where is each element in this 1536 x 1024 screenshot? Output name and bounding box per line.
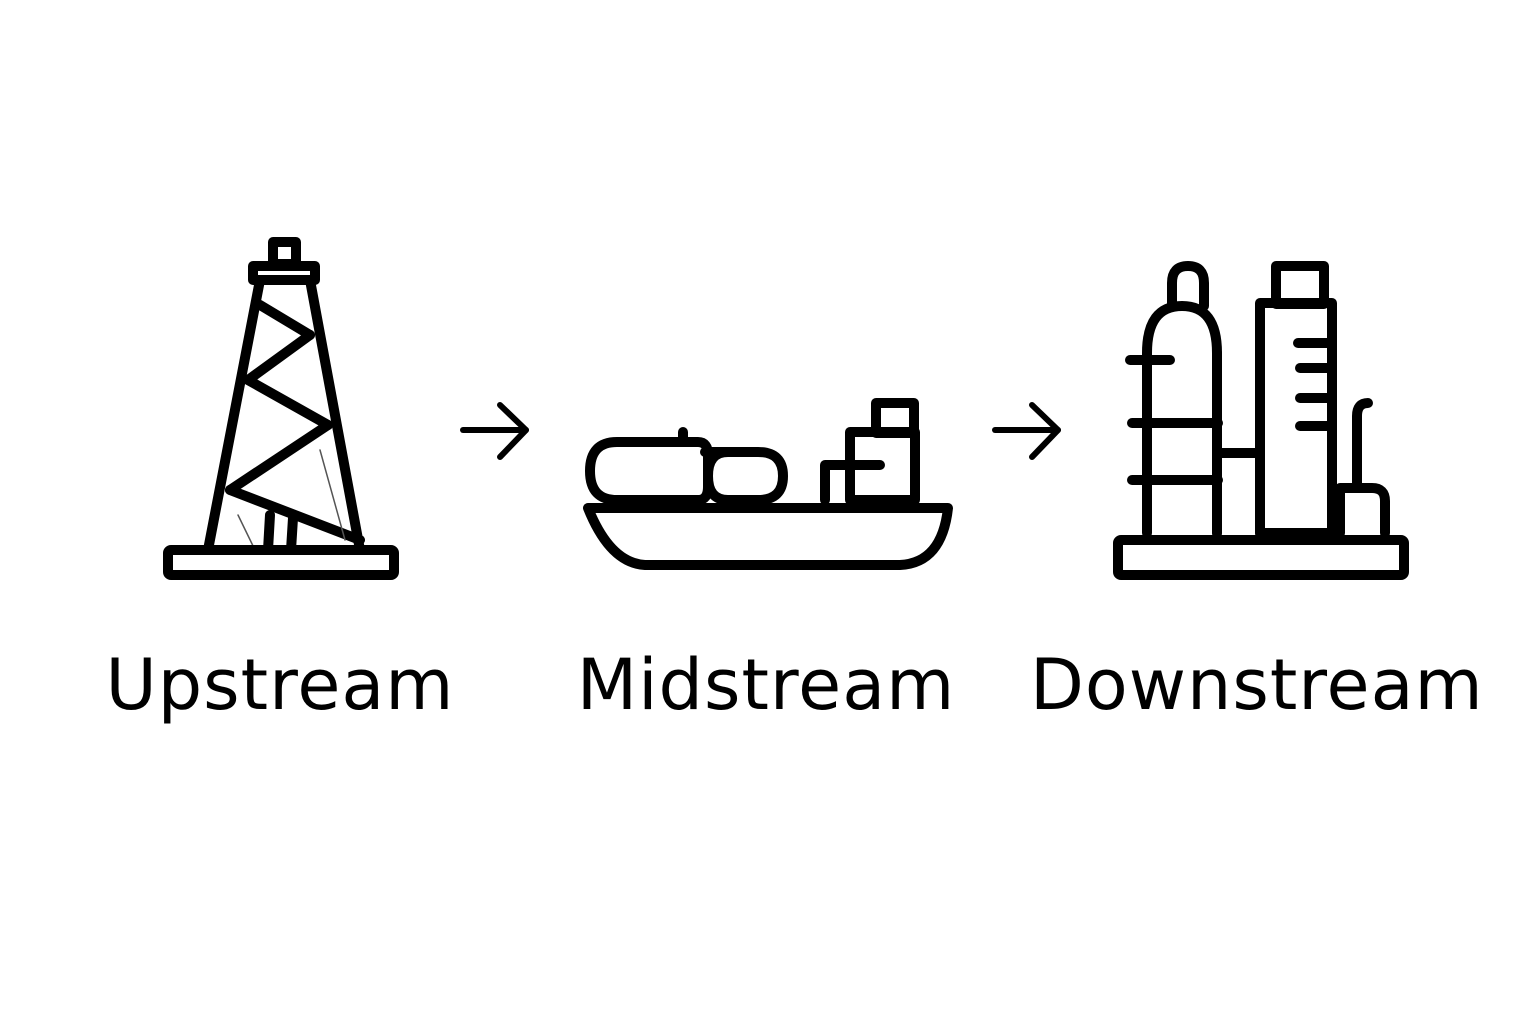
arrow-right-icon [992,402,1061,460]
oil-derrick-icon [163,237,399,580]
arrow-right-icon [460,402,529,460]
stage-label-midstream: Midstream [576,644,956,726]
stage-label-downstream: Downstream [1030,644,1484,726]
tanker-ship-icon [583,398,953,570]
refinery-icon [1113,261,1409,580]
stage-label-upstream: Upstream [105,644,455,726]
